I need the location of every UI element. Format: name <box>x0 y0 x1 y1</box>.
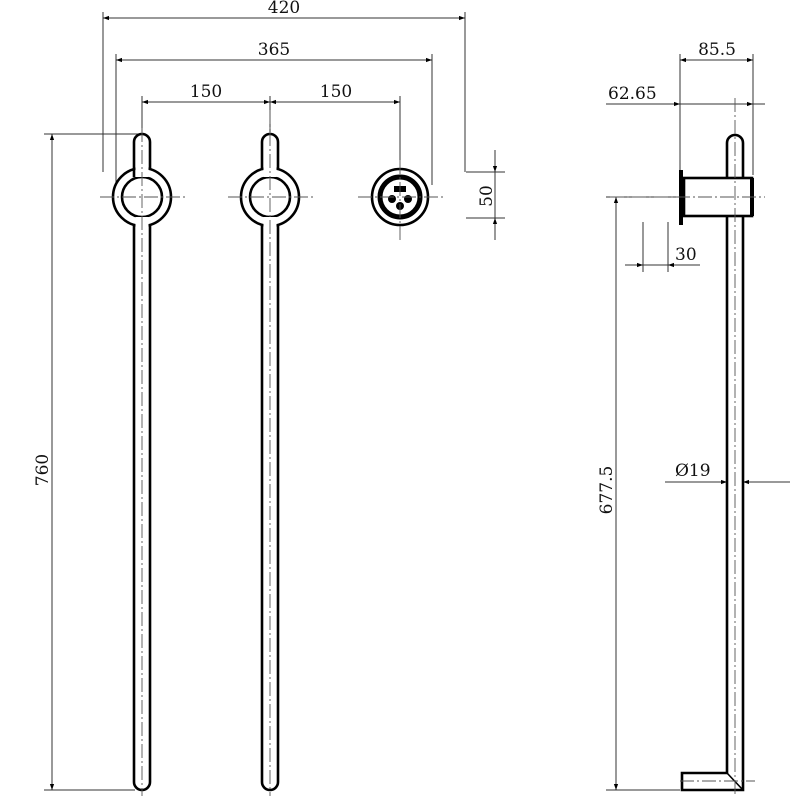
dimension-label: 677.5 <box>597 466 617 515</box>
towel-rail-side <box>610 98 765 796</box>
dimension-label: 420 <box>268 0 300 18</box>
front-view: 420 365 150 150 760 50 <box>33 0 505 796</box>
dimension-overall-width: 420 <box>103 0 465 21</box>
dimension-rail-length: 677.5 <box>597 197 619 790</box>
dimension-depth-total: 85.5 <box>680 40 753 63</box>
dimension-label: 365 <box>258 40 290 60</box>
dimension-label: 150 <box>190 82 222 102</box>
towel-rail-middle <box>228 110 313 796</box>
dimension-spacing: 150 150 <box>142 82 400 105</box>
dimension-flange-projection: 30 <box>625 245 700 268</box>
side-view: 85.5 62.65 30 677.5 Ø19 <box>597 40 790 796</box>
dimension-wall-plate-span: 365 <box>116 40 432 63</box>
dimension-label: 760 <box>33 454 53 486</box>
towel-rail-left <box>100 128 185 796</box>
dimension-overall-height: 760 <box>33 133 142 791</box>
control-valve <box>358 160 445 240</box>
dimension-label: 150 <box>320 82 352 102</box>
dimension-depth-to-center: 62.65 <box>606 84 765 107</box>
dimension-label: 85.5 <box>698 40 736 60</box>
dimension-label: 50 <box>477 185 497 207</box>
dimension-valve-diameter: 50 <box>466 150 505 240</box>
dimension-rail-diameter: Ø19 <box>665 461 790 485</box>
dimension-label: Ø19 <box>675 461 711 481</box>
dimension-label: 62.65 <box>608 84 657 104</box>
dimension-label: 30 <box>675 245 697 265</box>
